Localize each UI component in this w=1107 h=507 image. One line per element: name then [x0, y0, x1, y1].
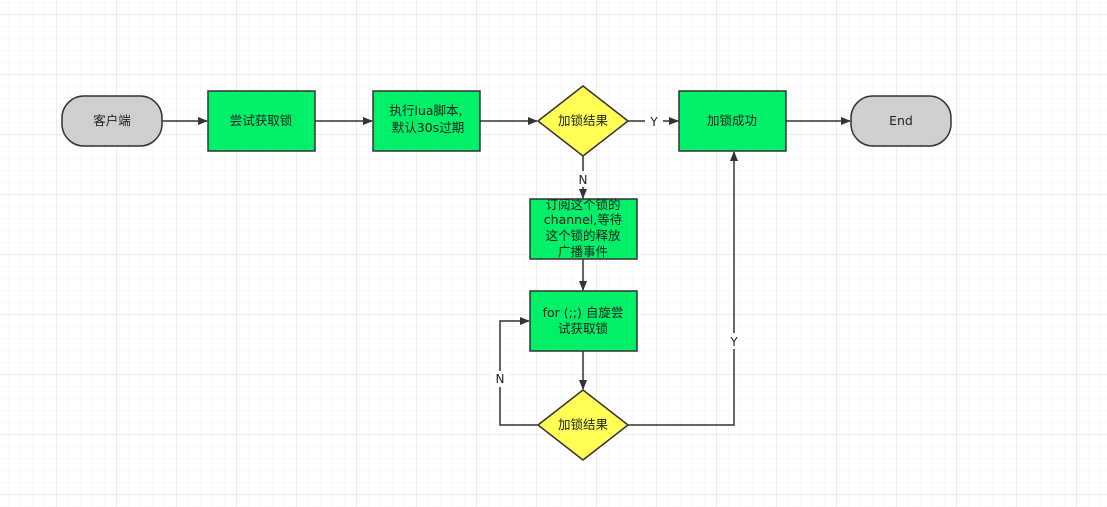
edge-label-yes-to-success: Y — [649, 115, 658, 129]
node-exec-lua-label-line-2: 默认30s过期 — [392, 120, 464, 135]
node-end-label: End — [889, 113, 913, 128]
node-end[interactable]: End — [850, 95, 952, 147]
node-subscribe-label-line-3: 这个锁的释放 — [545, 228, 621, 243]
node-client[interactable]: 客户端 — [61, 95, 163, 147]
node-lock-result-1-label: 加锁结果 — [558, 113, 609, 128]
node-subscribe[interactable]: 订阅这个锁的 channel,等待 这个锁的释放 广播事件 — [529, 197, 638, 260]
node-lock-result-2-label: 加锁结果 — [558, 417, 609, 432]
edge-label-yes-up-to-success: Y — [729, 335, 738, 349]
edge-label-no-to-subscribe: N — [579, 173, 588, 187]
node-exec-lua[interactable]: 执行lua脚本, 默认30s过期 — [372, 90, 481, 152]
node-lock-result-1[interactable]: 加锁结果 — [536, 85, 630, 157]
node-client-label: 客户端 — [93, 113, 131, 128]
node-exec-lua-label-line-1: 执行lua脚本, — [389, 103, 462, 118]
node-spin-retry[interactable]: for (;;) 自旋尝 试获取锁 — [529, 290, 638, 352]
edge-label-no-loop-back: N — [496, 372, 505, 386]
node-lock-result-2[interactable]: 加锁结果 — [536, 389, 630, 461]
node-try-lock[interactable]: 尝试获取锁 — [207, 90, 316, 152]
node-try-lock-label: 尝试获取锁 — [230, 113, 293, 128]
node-lock-success-label: 加锁成功 — [707, 113, 757, 128]
node-lock-success[interactable]: 加锁成功 — [678, 90, 787, 152]
edge-labels: Y N N Y — [492, 113, 743, 387]
node-spin-retry-label-line-2: 试获取锁 — [558, 321, 609, 336]
node-spin-retry-label-line-1: for (;;) 自旋尝 — [543, 305, 624, 320]
node-subscribe-label-line-1: 订阅这个锁的 — [545, 197, 620, 212]
node-subscribe-label-line-2: channel,等待 — [544, 212, 623, 227]
edge-result-2-to-success — [628, 151, 738, 426]
node-subscribe-label-line-4: 广播事件 — [558, 244, 608, 259]
